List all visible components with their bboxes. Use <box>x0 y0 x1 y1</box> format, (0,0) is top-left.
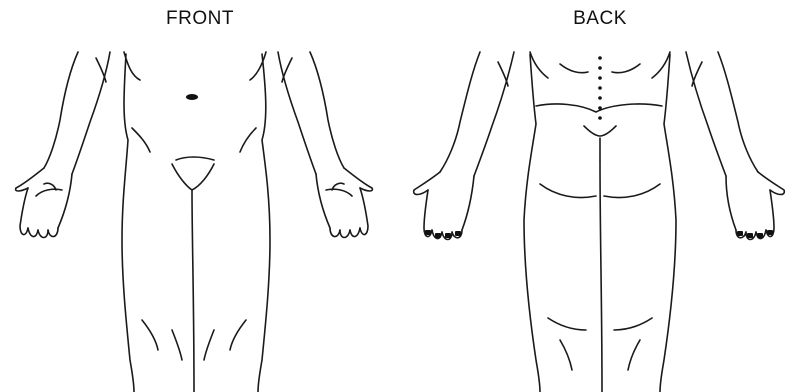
front-torso-left-outline <box>122 54 134 392</box>
nail <box>767 230 773 235</box>
buttocks <box>540 126 660 392</box>
back-torso-left-outline <box>524 54 540 392</box>
front-groin <box>172 157 214 392</box>
back-upper <box>530 52 670 112</box>
front-torso-right-outline <box>258 54 270 392</box>
back-right-hand <box>726 172 784 240</box>
front-left-hand <box>16 168 72 238</box>
nail <box>445 233 451 238</box>
back-figure <box>414 52 785 392</box>
front-right-hand <box>316 168 372 238</box>
back-right-arm <box>686 52 758 176</box>
front-hip-line-left <box>132 128 150 152</box>
front-left-arm <box>44 52 110 174</box>
back-left-hand <box>414 172 474 240</box>
nail <box>435 233 441 238</box>
navel <box>186 94 198 100</box>
nail <box>425 230 431 235</box>
front-right-arm <box>278 52 344 174</box>
nail <box>455 231 461 236</box>
nail <box>757 233 763 238</box>
back-knees <box>548 318 652 370</box>
nail <box>747 233 753 238</box>
back-torso-right-outline <box>660 54 676 392</box>
back-left-arm <box>440 52 514 176</box>
front-hip-line-right <box>240 128 256 152</box>
front-figure <box>16 52 373 392</box>
nail <box>737 231 743 236</box>
